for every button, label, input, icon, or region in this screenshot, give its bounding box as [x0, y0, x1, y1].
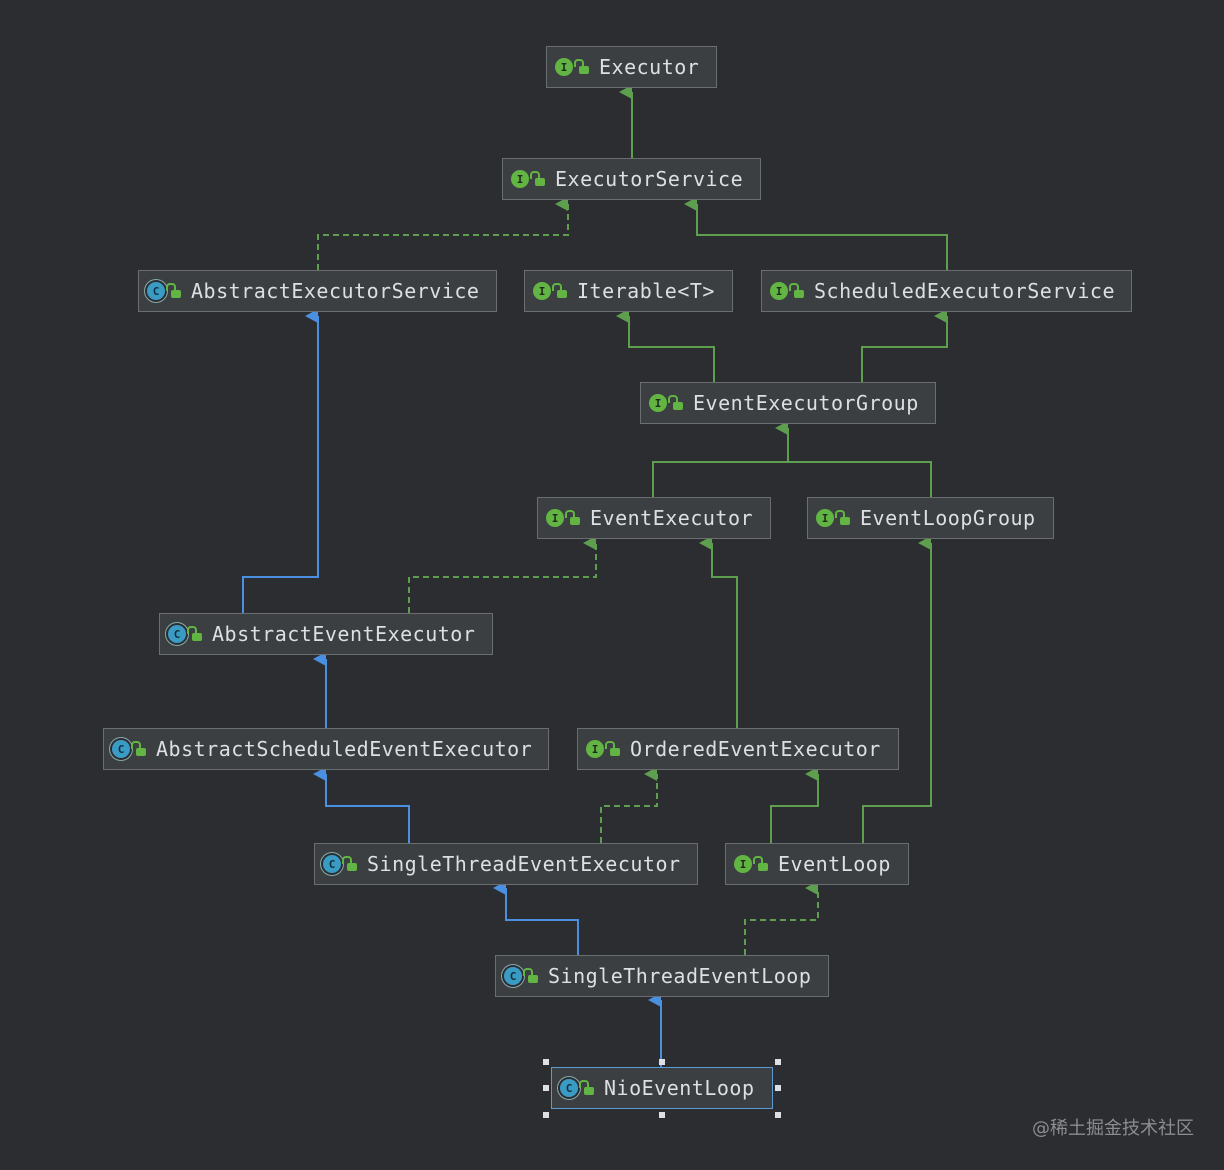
- interface-icon: I: [816, 509, 834, 527]
- public-lock-icon: [131, 741, 146, 756]
- edge-eventloop-eventloopgroup: [862, 536, 932, 843]
- public-lock-icon: [789, 283, 804, 298]
- node-ordered-event-executor[interactable]: I OrderedEventExecutor: [577, 728, 899, 770]
- interface-icon: I: [511, 170, 529, 188]
- selection-handle[interactable]: [659, 1059, 665, 1065]
- selection-handle[interactable]: [659, 1112, 665, 1118]
- public-lock-icon: [753, 856, 768, 871]
- abstract-class-icon: C: [112, 740, 130, 758]
- edge-eventloop-ordered: [770, 767, 819, 843]
- selection-handle[interactable]: [543, 1059, 549, 1065]
- public-lock-icon: [579, 1080, 594, 1095]
- public-lock-icon: [523, 968, 538, 983]
- node-label: AbstractExecutorService: [191, 279, 480, 303]
- edge-abstracteventexecutor-abstractexecutorservice: [242, 309, 319, 613]
- node-event-executor-group[interactable]: I EventExecutorGroup: [640, 382, 936, 424]
- class-icon: C: [560, 1079, 578, 1097]
- node-abstract-event-executor[interactable]: C AbstractEventExecutor: [159, 613, 493, 655]
- node-label: AbstractScheduledEventExecutor: [156, 737, 533, 761]
- node-event-executor[interactable]: I EventExecutor: [537, 497, 771, 539]
- edge-orderedeventexecutor-eventexecutor: [699, 536, 738, 728]
- interface-icon: I: [546, 509, 564, 527]
- node-label: SingleThreadEventLoop: [548, 964, 812, 988]
- abstract-class-icon: C: [147, 282, 165, 300]
- node-label: EventExecutorGroup: [693, 391, 919, 415]
- node-label: AbstractEventExecutor: [212, 622, 476, 646]
- edge-eventloopgroup-eventexecutorgroup: [788, 461, 932, 497]
- selection-handle[interactable]: [775, 1059, 781, 1065]
- node-nio-event-loop[interactable]: C NioEventLoop: [551, 1067, 773, 1109]
- abstract-class-icon: C: [504, 967, 522, 985]
- public-lock-icon: [530, 171, 545, 186]
- node-label: Iterable<T>: [577, 279, 715, 303]
- node-label: ScheduledExecutorService: [814, 279, 1115, 303]
- node-iterable[interactable]: I Iterable<T>: [524, 270, 733, 312]
- public-lock-icon: [552, 283, 567, 298]
- public-lock-icon: [668, 395, 683, 410]
- edge-singlethreadexecutor-ordered: [600, 767, 658, 843]
- selection-handle[interactable]: [543, 1112, 549, 1118]
- interface-icon: I: [649, 394, 667, 412]
- node-label: EventExecutor: [590, 506, 754, 530]
- edge-singlethreadloop-singlethreadexecutor: [493, 881, 579, 955]
- public-lock-icon: [835, 510, 850, 525]
- edge-eventexecutor-eventexecutorgroup: [652, 421, 789, 497]
- watermark: @稀土掘金技术社区: [1032, 1118, 1194, 1139]
- public-lock-icon: [342, 856, 357, 871]
- interface-icon: I: [586, 740, 604, 758]
- node-event-loop-group[interactable]: I EventLoopGroup: [807, 497, 1054, 539]
- edge-eventexecutorgroup-scheduled: [861, 309, 948, 382]
- node-label: Executor: [599, 55, 700, 79]
- node-executor-service[interactable]: I ExecutorService: [502, 158, 761, 200]
- node-label: EventLoop: [778, 852, 891, 876]
- selection-handle[interactable]: [543, 1085, 549, 1091]
- node-label: NioEventLoop: [604, 1076, 755, 1100]
- edge-scheduledexecutorservice-executorservice: [684, 197, 948, 270]
- interface-icon: I: [770, 282, 788, 300]
- node-event-loop[interactable]: I EventLoop: [725, 843, 909, 885]
- abstract-class-icon: C: [323, 855, 341, 873]
- selection-handle[interactable]: [775, 1112, 781, 1118]
- edge-abstracteventexecutor-eventexecutor: [408, 536, 597, 613]
- node-single-thread-event-executor[interactable]: C SingleThreadEventExecutor: [314, 843, 698, 885]
- node-abstract-executor-service[interactable]: C AbstractExecutorService: [138, 270, 497, 312]
- public-lock-icon: [574, 59, 589, 74]
- public-lock-icon: [166, 283, 181, 298]
- node-label: ExecutorService: [555, 167, 744, 191]
- node-single-thread-event-loop[interactable]: C SingleThreadEventLoop: [495, 955, 829, 997]
- interface-icon: I: [533, 282, 551, 300]
- interface-icon: I: [734, 855, 752, 873]
- edge-eventexecutorgroup-iterable: [616, 309, 715, 382]
- public-lock-icon: [187, 626, 202, 641]
- interface-icon: I: [555, 58, 573, 76]
- node-executor[interactable]: I Executor: [546, 46, 717, 88]
- edge-abstractexecutorservice-executorservice: [317, 197, 569, 270]
- abstract-class-icon: C: [168, 625, 186, 643]
- public-lock-icon: [565, 510, 580, 525]
- node-label: OrderedEventExecutor: [630, 737, 881, 761]
- node-abstract-scheduled-event-executor[interactable]: C AbstractScheduledEventExecutor: [103, 728, 549, 770]
- edge-singlethreadexecutor-abstractscheduled: [313, 767, 410, 843]
- selection-handle[interactable]: [775, 1085, 781, 1091]
- node-scheduled-executor-service[interactable]: I ScheduledExecutorService: [761, 270, 1132, 312]
- public-lock-icon: [605, 741, 620, 756]
- node-label: SingleThreadEventExecutor: [367, 852, 681, 876]
- edge-singlethreadloop-eventloop: [744, 881, 819, 955]
- node-label: EventLoopGroup: [860, 506, 1036, 530]
